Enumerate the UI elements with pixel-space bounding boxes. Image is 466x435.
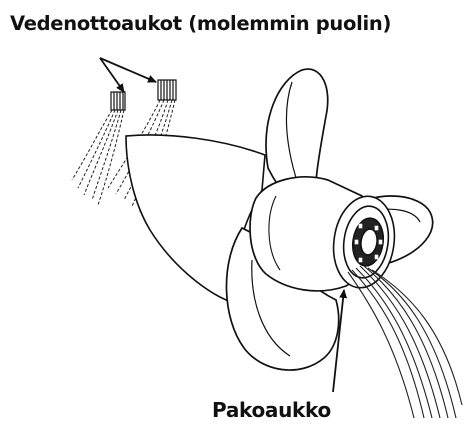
intake-grille-right [158, 80, 176, 100]
exhaust-streams [348, 266, 462, 418]
intake-grille-left [111, 92, 125, 110]
intake-leader-lines [100, 58, 156, 92]
exhaust-outlet-label: Pakoaukko [212, 398, 331, 422]
